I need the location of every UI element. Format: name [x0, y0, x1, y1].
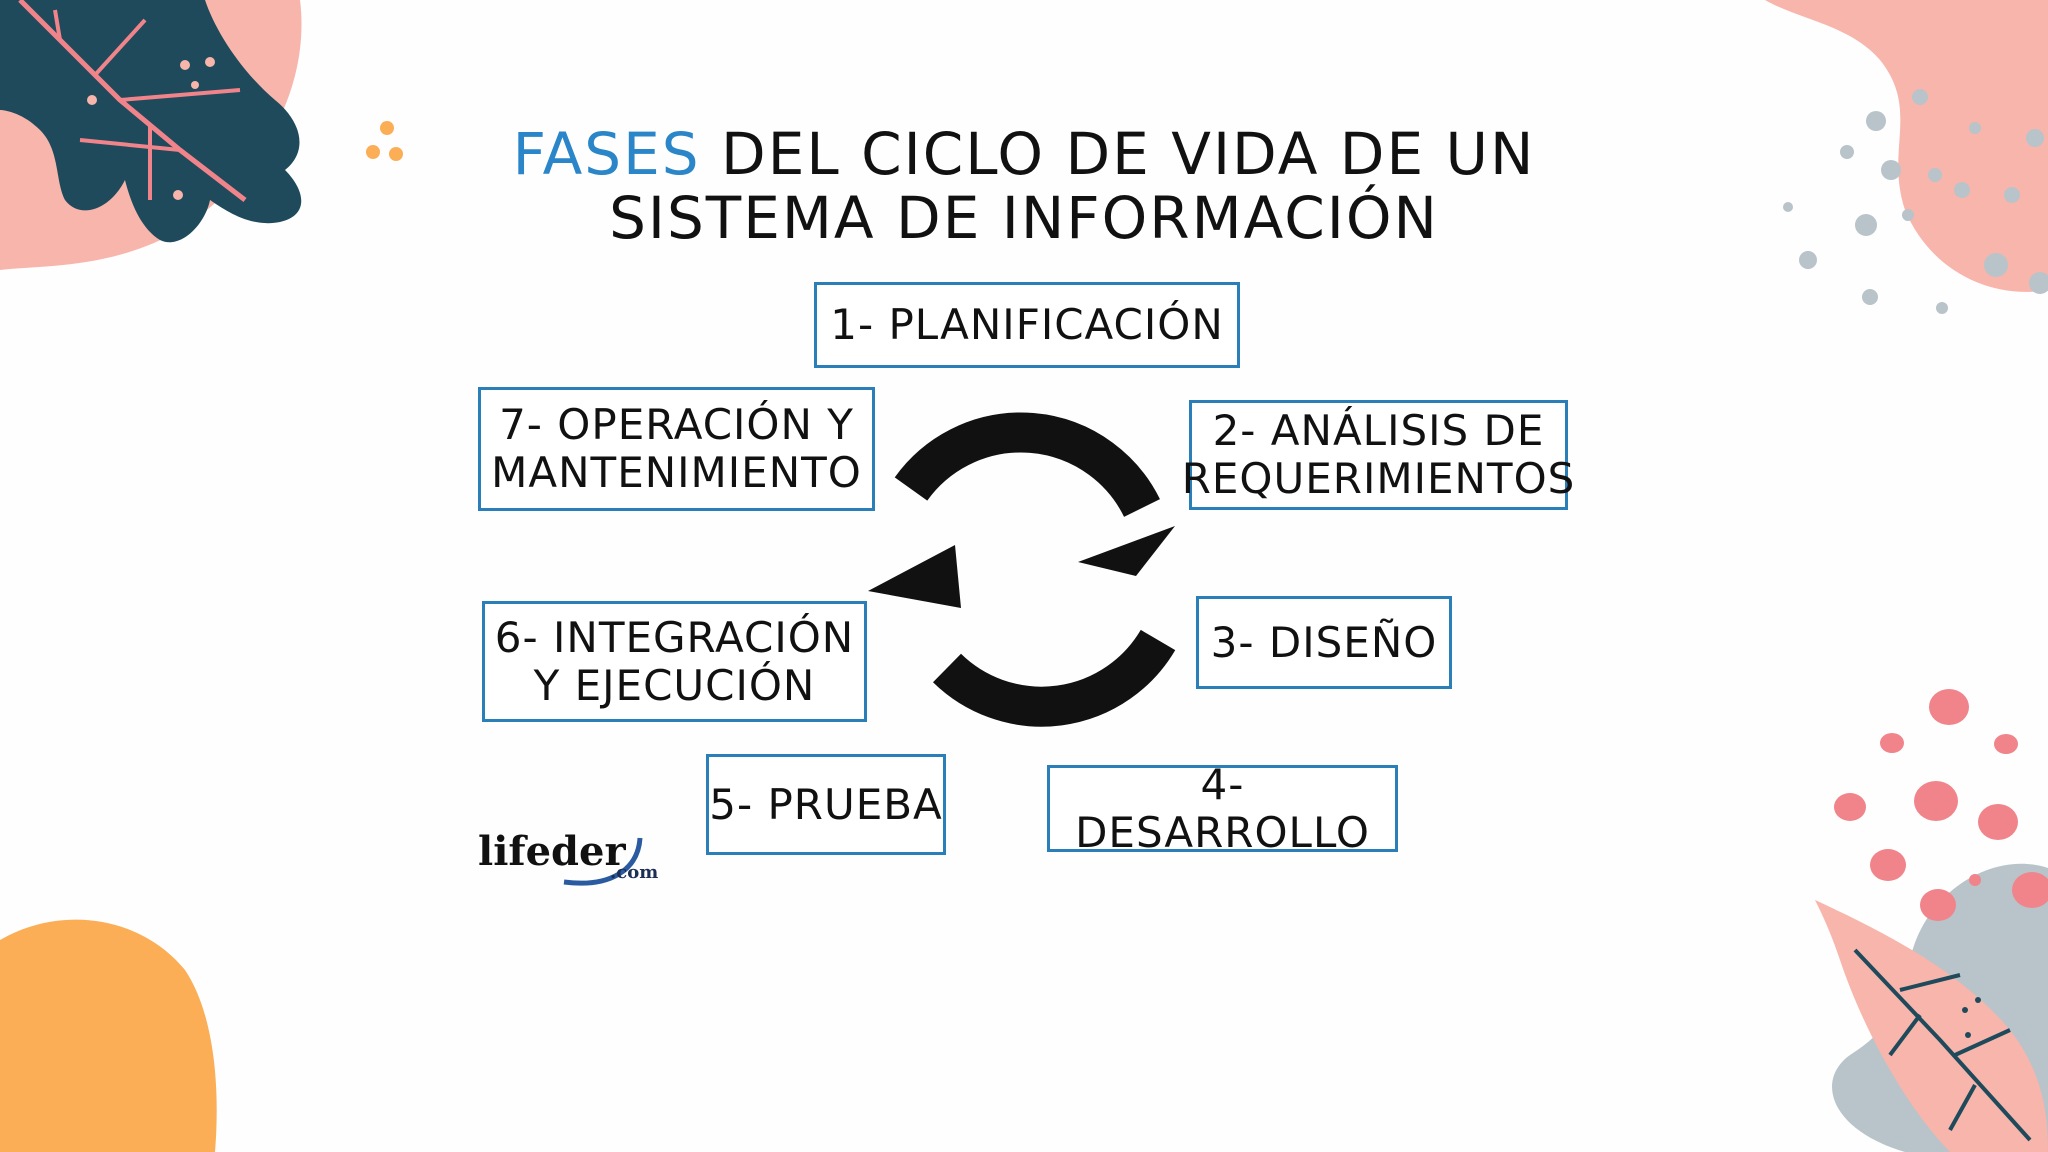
logo-lifeder: lifeder — [478, 828, 626, 875]
title-line-2: SISTEMA DE INFORMACIÓN — [609, 184, 1439, 252]
phase-5-prueba: 5- PRUEBA — [706, 754, 946, 855]
orange-blob-bottom-left — [0, 919, 217, 1152]
phase-2-analisis-requerimientos: 2- ANÁLISIS DE REQUERIMIENTOS — [1182, 400, 1574, 510]
logo-swoosh-icon — [563, 837, 643, 886]
phase-1-planificacion: 1- PLANIFICACIÓN — [814, 282, 1240, 368]
phase-6-integracion-ejecucion: 6- INTEGRACIÓN Y EJECUCIÓN — [482, 601, 867, 722]
teal-leaf-top-left — [0, 0, 302, 243]
phase-3-diseno: 3- DISEÑO — [1196, 596, 1452, 689]
phase-7-operacion-mantenimiento: 7- OPERACIÓN Y MANTENIMIENTO — [478, 387, 875, 511]
title-line-1: FASES DEL CICLO DE VIDA DE UN — [0, 122, 2048, 186]
title-highlight: FASES — [512, 120, 701, 188]
phase-4-desarrollo: 4- DESARROLLO — [1047, 760, 1398, 856]
title-line-1-rest: DEL CICLO DE VIDA DE UN — [700, 120, 1536, 188]
coral-dots-bottom-right — [1834, 689, 2048, 921]
cycle-arrows-icon — [868, 412, 1176, 727]
diagram-title: FASES DEL CICLO DE VIDA DE UN SISTEMA DE… — [0, 122, 2048, 250]
gray-dots-top-right — [1783, 89, 2048, 314]
pink-blob-top-right — [1765, 0, 2048, 292]
pink-leaf-bottom-right — [1815, 900, 2048, 1152]
logo-suffix: .com — [610, 862, 659, 883]
